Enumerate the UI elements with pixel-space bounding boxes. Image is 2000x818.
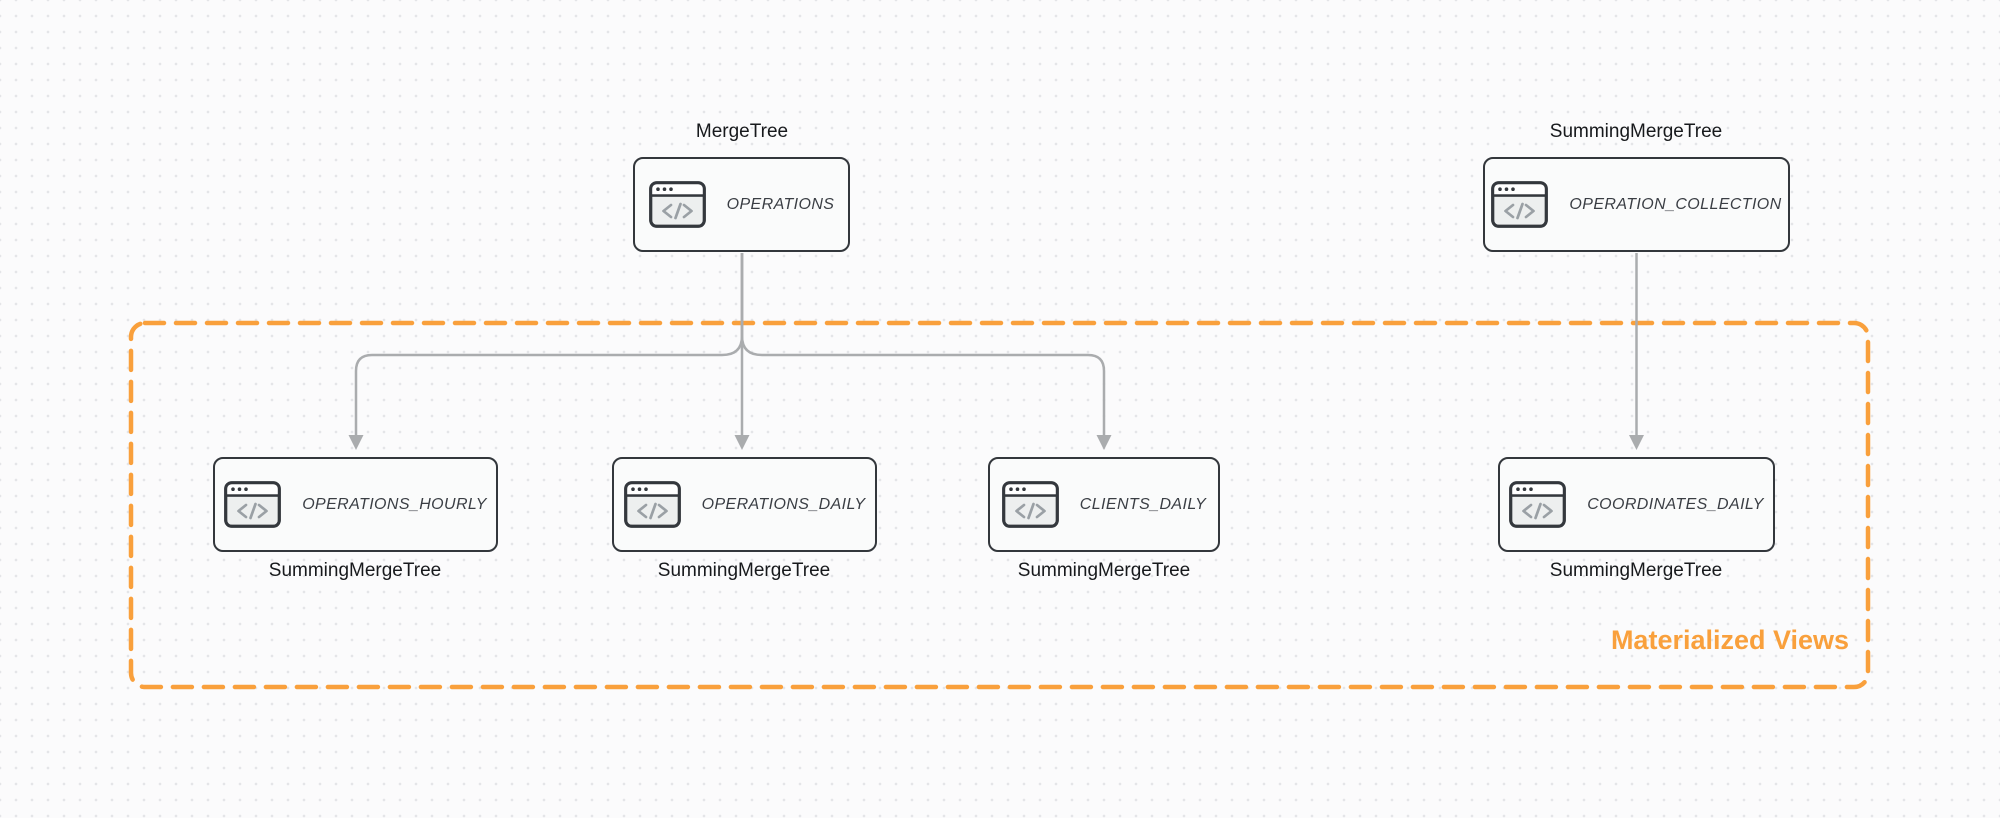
node-operations-daily: OPERATIONS_DAILY bbox=[612, 457, 877, 552]
materialized-views-group-border bbox=[128, 320, 1871, 690]
arrowhead-icon bbox=[734, 435, 750, 450]
code-window-icon bbox=[224, 481, 281, 528]
code-window-icon bbox=[1491, 181, 1549, 228]
node-operations-hourly: OPERATIONS_HOURLY bbox=[213, 457, 498, 552]
arrowhead-icon bbox=[1096, 435, 1112, 450]
table-name: OPERATIONS bbox=[726, 195, 835, 213]
code-window-icon bbox=[623, 481, 681, 528]
engine-label-clients-daily: SummingMergeTree bbox=[1017, 560, 1191, 581]
arrows-group bbox=[354, 253, 1638, 437]
node-operations: OPERATIONS bbox=[633, 157, 850, 252]
table-name: COORDINATES_DAILY bbox=[1587, 495, 1764, 513]
code-window-icon bbox=[1001, 481, 1059, 528]
arrowheads-group bbox=[348, 435, 1644, 450]
table-name: OPERATION_COLLECTION bbox=[1569, 195, 1782, 213]
engine-label-operations-daily: SummingMergeTree bbox=[657, 560, 831, 581]
code-window-icon bbox=[1509, 481, 1566, 528]
table-name: CLIENTS_DAILY bbox=[1079, 495, 1207, 513]
node-operation-collection: OPERATION_COLLECTION bbox=[1483, 157, 1790, 252]
arrowhead-icon bbox=[348, 435, 364, 450]
engine-label-operations: MergeTree bbox=[695, 121, 789, 142]
materialized-views-label: Materialized Views bbox=[1610, 625, 1850, 655]
arrow-operations-to-hourly bbox=[354, 253, 744, 437]
engine-label-operation-collection: SummingMergeTree bbox=[1549, 121, 1723, 142]
node-clients-daily: CLIENTS_DAILY bbox=[988, 457, 1220, 552]
table-name: OPERATIONS_HOURLY bbox=[302, 495, 487, 513]
arrowhead-icon bbox=[1629, 435, 1644, 450]
engine-label-coordinates-daily: SummingMergeTree bbox=[1549, 560, 1723, 581]
arrow-operations-to-clients bbox=[740, 253, 1106, 437]
node-coordinates-daily: COORDINATES_DAILY bbox=[1498, 457, 1775, 552]
engine-label-operations-hourly: SummingMergeTree bbox=[268, 560, 442, 581]
table-name: OPERATIONS_DAILY bbox=[701, 495, 866, 513]
code-window-icon bbox=[648, 181, 706, 228]
